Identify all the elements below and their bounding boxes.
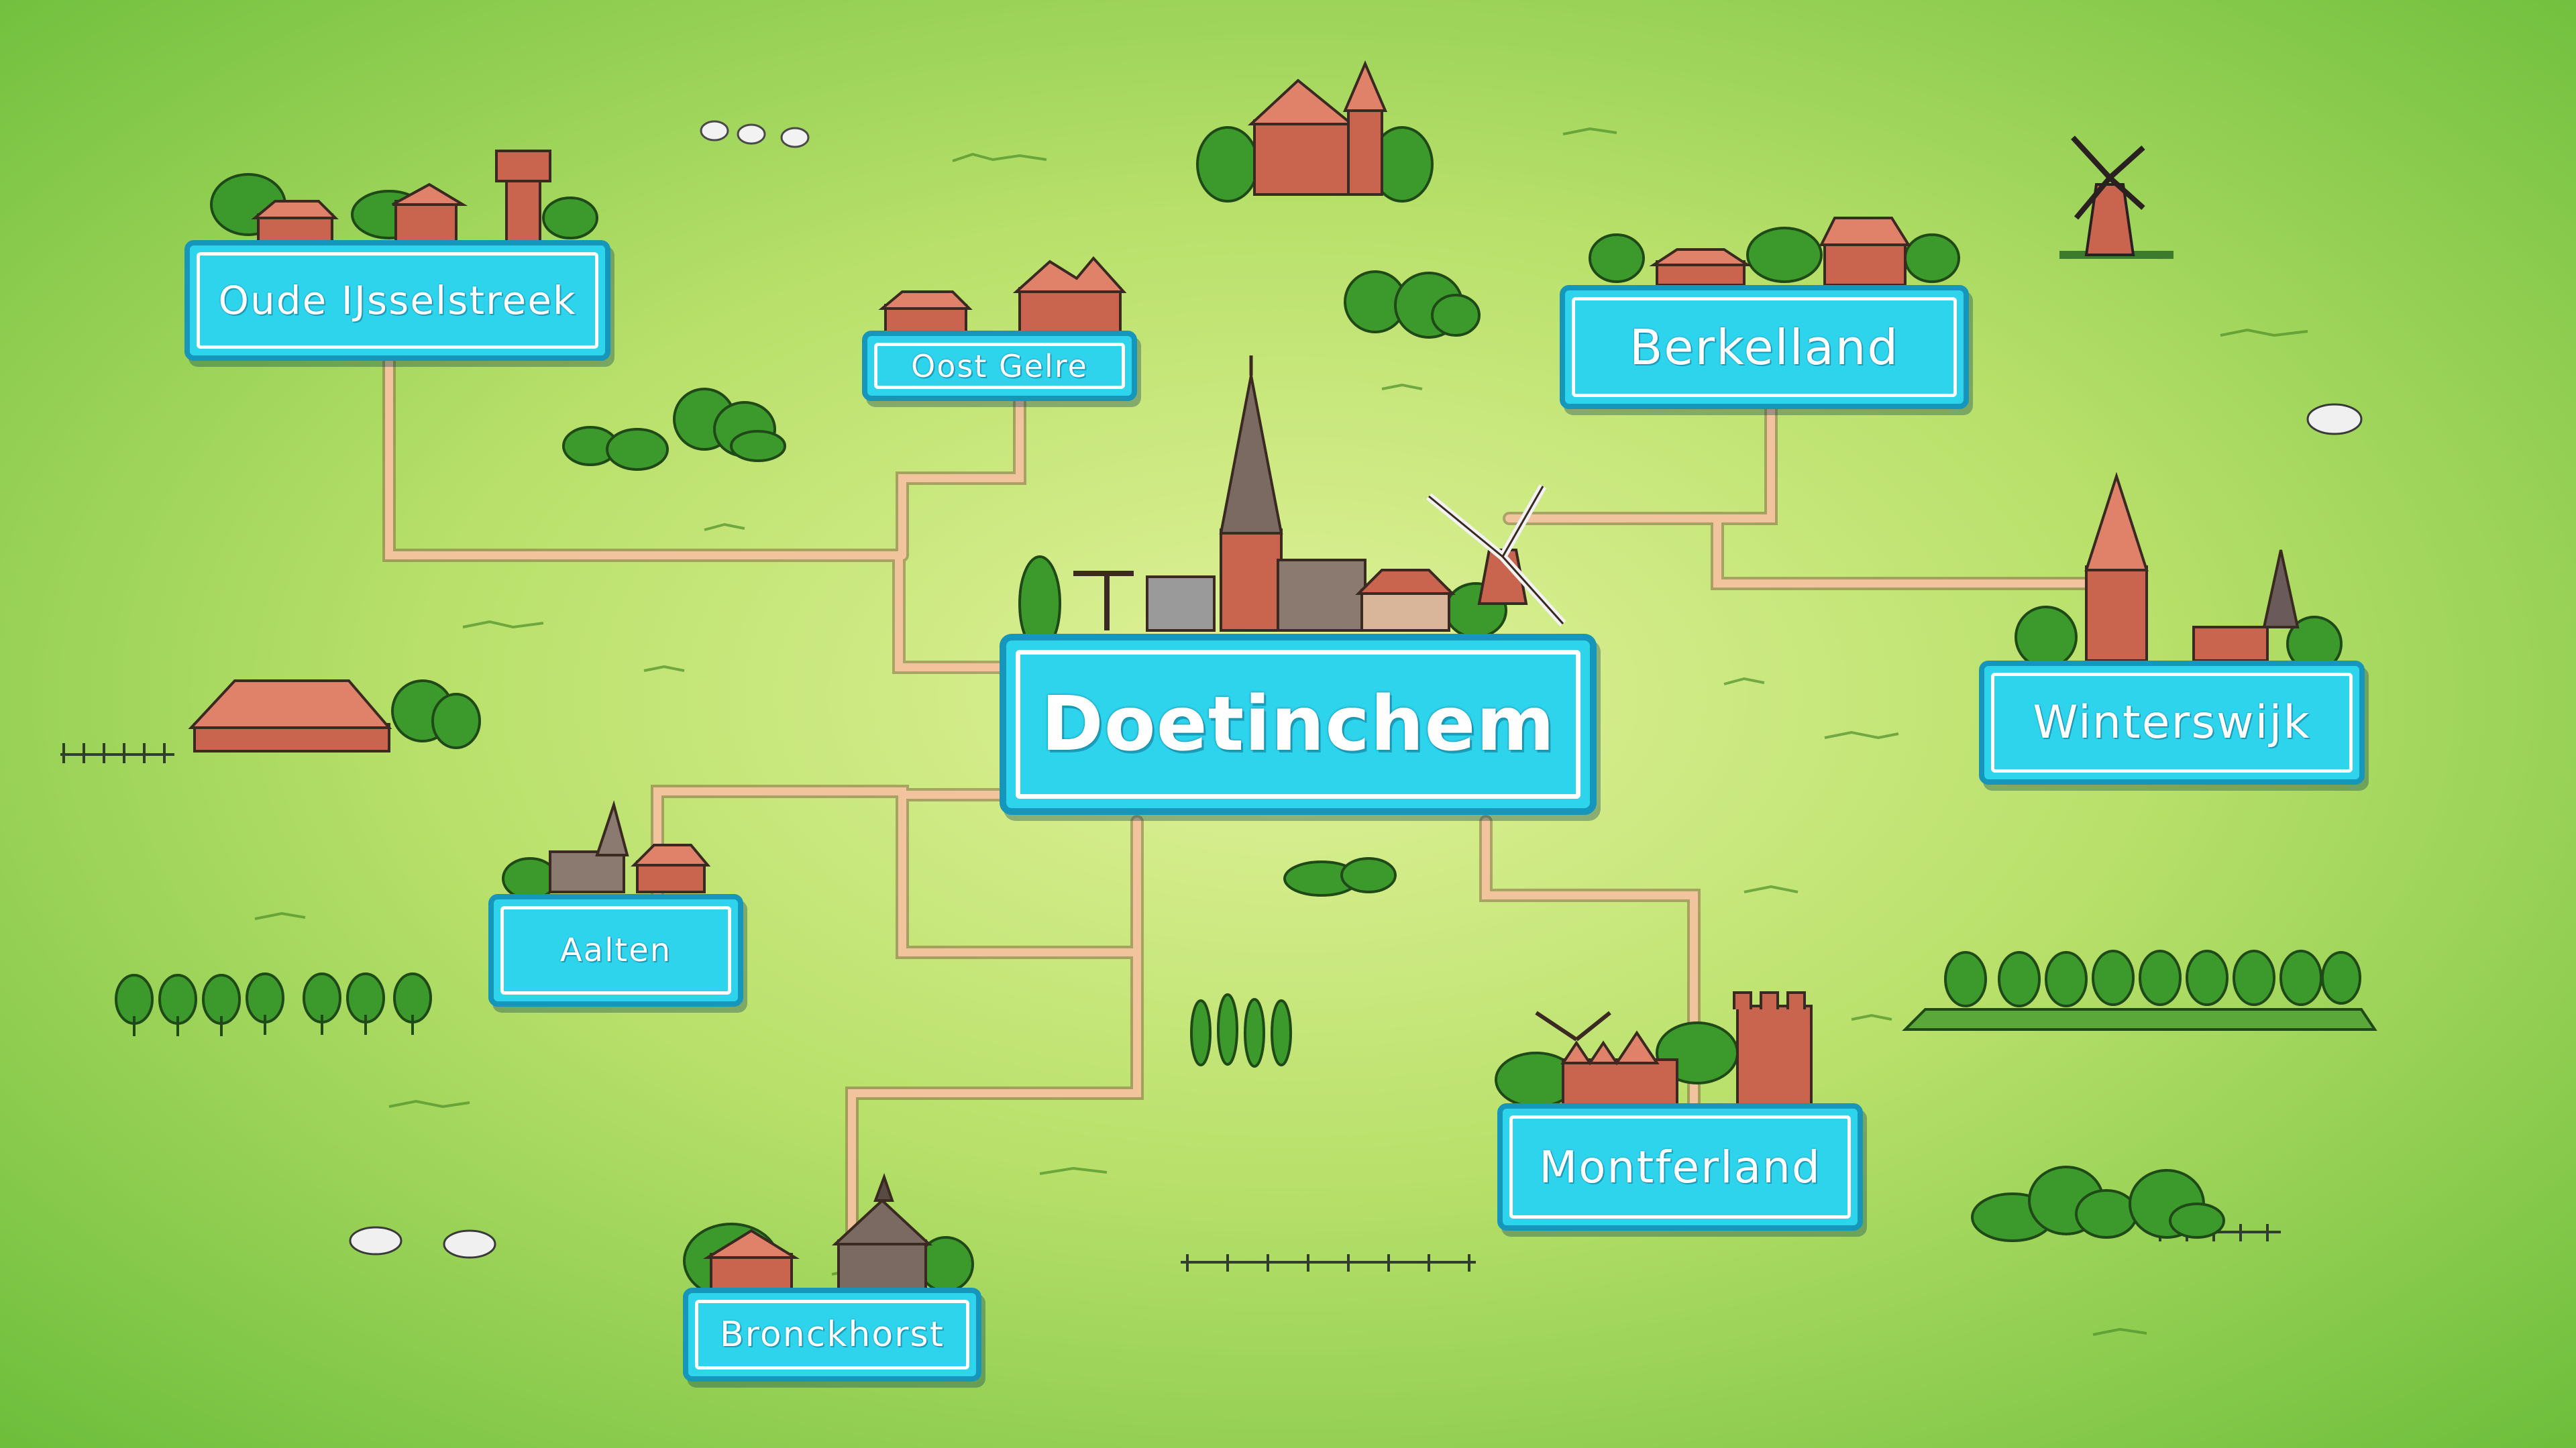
sign-montferland[interactable]: Montferland	[1497, 1103, 1863, 1231]
road-aalten-junction	[898, 791, 1141, 956]
tree-clusters	[562, 270, 2225, 1242]
winterswijk-buildings	[2015, 471, 2343, 672]
road-bronckhorst	[848, 948, 1141, 1298]
manor-house-top	[1196, 60, 1434, 203]
sign-aalten[interactable]: Aalten	[488, 894, 743, 1007]
sign-oost-gelre[interactable]: Oost Gelre	[862, 331, 1137, 401]
aalten-buildings	[502, 800, 711, 900]
sign-label-oude-ijsselstreek: Oude IJsselstreek	[218, 278, 577, 323]
tree-row-left	[115, 972, 432, 1036]
sign-label-doetinchem: Doetinchem	[1040, 681, 1556, 768]
sign-berkelland[interactable]: Berkelland	[1560, 285, 1969, 409]
tree-row-right	[1902, 950, 2377, 1031]
berkelland-buildings	[1589, 217, 1960, 286]
sign-label-oost-gelre: Oost Gelre	[911, 347, 1088, 384]
farmhouse-left	[188, 679, 481, 753]
sign-label-winterswijk: Winterswijk	[2033, 696, 2311, 749]
sign-bronckhorst[interactable]: Bronckhorst	[683, 1288, 981, 1382]
cows	[349, 403, 2363, 1259]
sign-winterswijk[interactable]: Winterswijk	[1979, 661, 2365, 785]
sign-label-aalten: Aalten	[559, 932, 672, 969]
sign-oude-ijsselstreek[interactable]: Oude IJsselstreek	[184, 240, 610, 361]
sign-label-berkelland: Berkelland	[1629, 319, 1900, 376]
doetinchem-skyline	[1018, 355, 1566, 652]
poplar-trees	[1190, 993, 1292, 1068]
windmill-top-right	[2059, 135, 2174, 259]
sign-label-bronckhorst: Bronckhorst	[719, 1315, 945, 1355]
sign-doetinchem[interactable]: Doetinchem	[1000, 634, 1597, 815]
connector-roads	[382, 342, 2113, 1301]
oude-ijsselstreek-buildings	[210, 150, 598, 243]
sign-label-montferland: Montferland	[1539, 1141, 1821, 1193]
road-montferland	[1482, 818, 1698, 1111]
oost-gelre-buildings	[878, 256, 1127, 337]
road-oost-gelre	[898, 392, 1024, 559]
sheep	[700, 120, 810, 148]
